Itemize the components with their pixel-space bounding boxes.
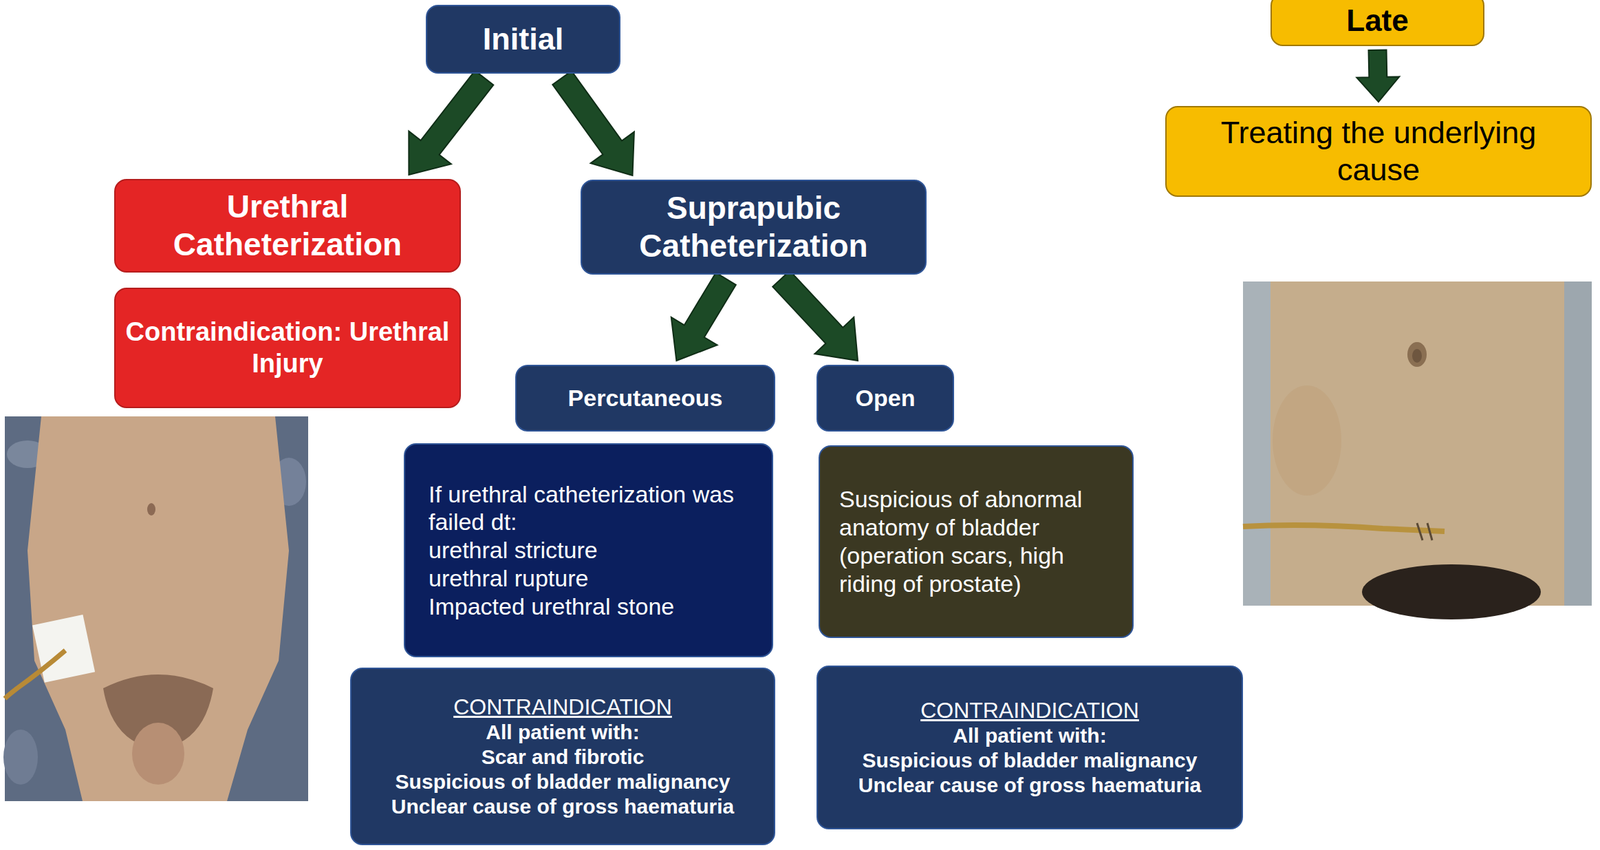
box-text: Impacted urethral stone bbox=[428, 592, 675, 621]
box-text: Suprapubic Catheterization bbox=[591, 189, 916, 265]
method-box: Urethral Catheterization bbox=[114, 178, 461, 273]
box-text: Treating the underlying cause bbox=[1176, 114, 1581, 189]
contraindication-box: Contraindication: Urethral Injury bbox=[114, 287, 461, 408]
treatment-box: Treating the underlying cause bbox=[1165, 105, 1592, 197]
block-arrow bbox=[552, 70, 635, 176]
box-heading: CONTRAINDICATION bbox=[920, 696, 1140, 723]
suprapubic-catheter-photo-left bbox=[3, 416, 309, 801]
box-text: urethral stricture bbox=[428, 535, 598, 565]
box-heading: CONTRAINDICATION bbox=[453, 693, 673, 720]
box-text: All patient with: bbox=[952, 722, 1107, 748]
contraindication-box: CONTRAINDICATIONAll patient with:Scar an… bbox=[350, 667, 776, 845]
stage-box: Initial bbox=[425, 4, 621, 74]
box-text: Contraindication: Urethral Injury bbox=[125, 316, 450, 380]
box-text: Late bbox=[1346, 2, 1409, 40]
box-text: Suspicious of abnormal anatomy of bladde… bbox=[839, 484, 1113, 598]
box-text: Suspicious of bladder malignancy bbox=[395, 769, 731, 794]
indication-box: If urethral catheterization was failed d… bbox=[403, 442, 774, 657]
box-text: All patient with: bbox=[485, 719, 640, 745]
box-text: Scar and fibrotic bbox=[481, 744, 645, 770]
box-text: Open bbox=[855, 383, 916, 413]
block-arrow bbox=[1356, 50, 1400, 103]
contraindication-box: CONTRAINDICATIONAll patient with:Suspici… bbox=[816, 665, 1243, 829]
method-box: Suprapubic Catheterization bbox=[580, 179, 927, 275]
box-text: Urethral Catheterization bbox=[125, 187, 450, 264]
box-text: Unclear cause of gross haematuria bbox=[391, 793, 735, 819]
stage-box: Late bbox=[1270, 0, 1485, 47]
box-text: Suspicious of bladder malignancy bbox=[862, 747, 1198, 773]
box-text: Percutaneous bbox=[568, 383, 723, 413]
indication-box: Suspicious of abnormal anatomy of bladde… bbox=[818, 445, 1134, 638]
technique-box: Open bbox=[816, 364, 955, 432]
box-text: urethral rupture bbox=[428, 564, 589, 593]
box-text: If urethral catheterization was failed d… bbox=[428, 480, 749, 537]
box-text: Initial bbox=[482, 20, 565, 58]
block-arrow bbox=[772, 270, 858, 361]
suprapubic-catheter-photo-right bbox=[1242, 281, 1592, 620]
block-arrow bbox=[671, 272, 737, 361]
box-text: Unclear cause of gross haematuria bbox=[858, 772, 1202, 798]
technique-box: Percutaneous bbox=[515, 364, 776, 432]
block-arrow bbox=[408, 70, 494, 175]
